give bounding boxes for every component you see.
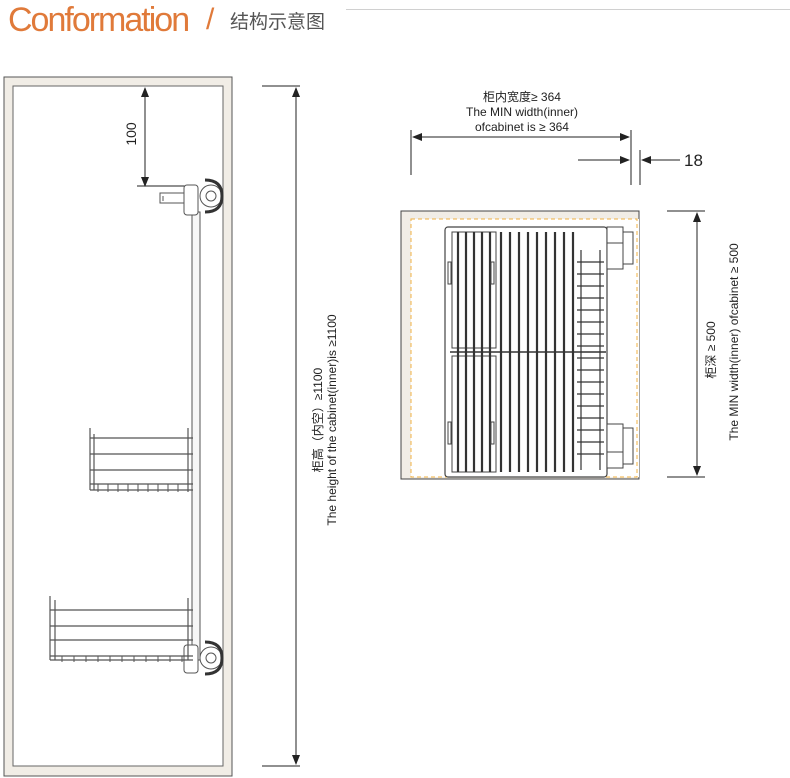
top-view: 柜内宽度≥ 364 The MIN width(inner) ofcabinet… — [400, 89, 741, 480]
width-label-english-1: The MIN width(inner) — [466, 105, 578, 119]
basket-plan — [444, 226, 608, 478]
title-bar: Conformation / 结构示意图 — [0, 0, 790, 40]
height-label-english: The height of the cabinet(inner)is ≥1100 — [325, 314, 339, 525]
depth-label-english: The MIN width(inner) ofcabinet ≥ 500 — [727, 243, 741, 441]
lower-basket — [49, 596, 193, 662]
width-label-english-2: ofcabinet is ≥ 364 — [475, 120, 569, 134]
depth-label-chinese: 柜深 ≥ 500 — [704, 321, 718, 379]
upper-basket — [89, 428, 193, 492]
depth-dimension: 柜深 ≥ 500 The MIN width(inner) ofcabinet … — [667, 210, 741, 478]
gap-label: 18 — [684, 151, 703, 170]
top-hinge — [159, 178, 224, 216]
height-label-chinese: 柜高（内空）≥1100 — [310, 367, 325, 472]
title-english: Conformation — [8, 1, 190, 39]
plan-hinge-bottom — [606, 423, 634, 469]
width-label-chinese: 柜内宽度≥ 364 — [483, 89, 561, 104]
side-view: 100 — [3, 76, 339, 777]
plan-hinge-top — [606, 226, 634, 270]
width-dimension — [410, 130, 632, 185]
upper-basket-bottom-wires — [97, 484, 179, 492]
top-offset-label: 100 — [123, 122, 139, 146]
side-clips — [447, 261, 495, 445]
title-divider — [346, 9, 790, 10]
top-offset-dimension: 100 — [123, 87, 190, 187]
vertical-slats — [499, 232, 575, 472]
lower-basket-bottom-wires — [61, 656, 183, 662]
title-separator: / — [206, 3, 215, 36]
gap-dimension: 18 — [578, 150, 703, 185]
left-panel-slats — [456, 232, 492, 472]
right-comb — [577, 250, 604, 470]
title-chinese: 结构示意图 — [230, 11, 326, 33]
height-dimension: 柜高（内空）≥1100 The height of the cabinet(in… — [262, 85, 339, 767]
pullout-rail — [191, 211, 201, 661]
